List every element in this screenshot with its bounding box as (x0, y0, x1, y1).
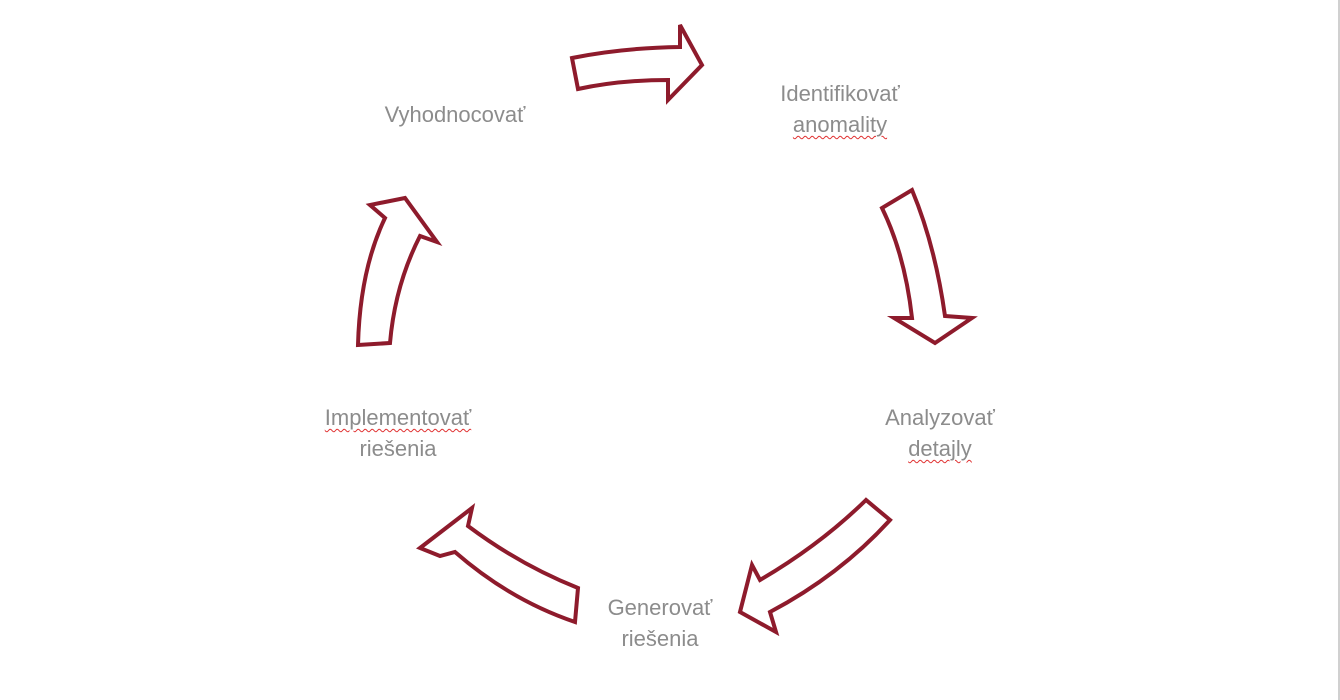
step-generate-solutions: Generovať riešenia (608, 592, 713, 654)
window-edge (1338, 0, 1340, 700)
step-line1: Generovať (607, 595, 713, 620)
step-analyze-details: Analyzovať detajly (885, 402, 995, 464)
arrow-evaluate-to-identify (569, 24, 705, 105)
arrow-implement-to-evaluate (355, 195, 443, 348)
step-line1: Implementovať (324, 405, 472, 430)
step-identify-anomalies: Identifikovať anomality (780, 78, 900, 140)
arrow-identify-to-analyze (879, 187, 978, 346)
step-line1: Identifikovať (780, 81, 900, 106)
step-evaluate: Vyhodnocovať (385, 99, 526, 130)
step-line2: detajly (908, 436, 972, 461)
step-line2: riešenia (359, 436, 437, 461)
step-line2: riešenia (621, 626, 699, 651)
step-line1: Analyzovať (885, 405, 995, 430)
step-implement-solutions: Implementovať riešenia (325, 402, 471, 464)
step-line2: anomality (792, 112, 888, 137)
arrow-analyze-to-generate (737, 497, 893, 637)
arrow-generate-to-implement (415, 503, 581, 625)
step-line1: Vyhodnocovať (384, 102, 526, 127)
